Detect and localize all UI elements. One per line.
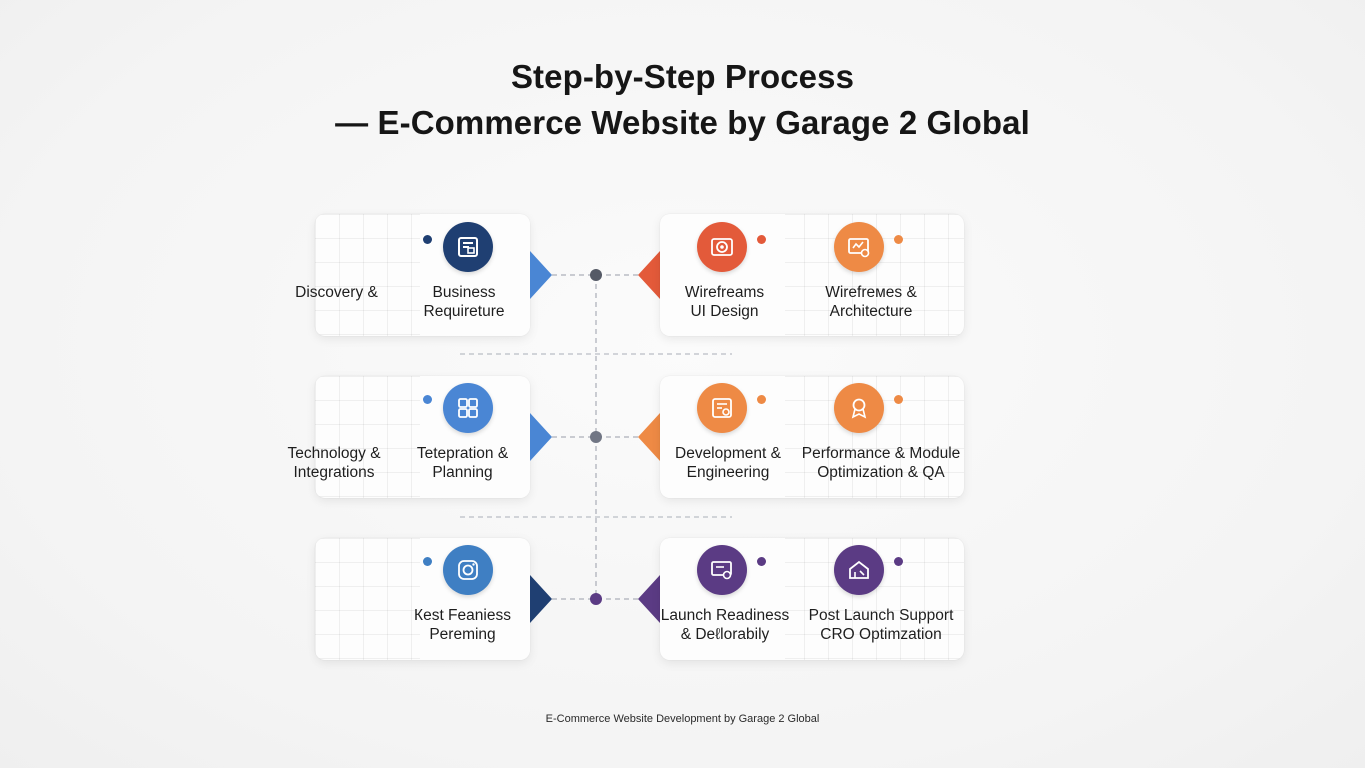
marker-dot — [757, 235, 766, 244]
code-window-icon — [712, 398, 732, 418]
document-icon — [443, 222, 493, 272]
arrow-pointer — [638, 575, 660, 623]
step-label: Teteрration & Planning — [416, 445, 509, 481]
arrow-pointer — [638, 413, 660, 461]
blueprint-icon — [848, 238, 870, 258]
monitor-icon — [697, 545, 747, 595]
step-card-left-1 — [315, 214, 530, 336]
code-window-icon — [697, 383, 747, 433]
marker-dot — [423, 235, 432, 244]
target-icon — [697, 222, 747, 272]
house-icon — [834, 545, 884, 595]
junction-dot — [590, 269, 602, 281]
puzzle-icon — [443, 383, 493, 433]
outer-label: Technology & Integrations — [287, 445, 381, 481]
target-icon — [711, 238, 733, 256]
junction-dot — [590, 593, 602, 605]
junction-dot — [590, 431, 602, 443]
page-subtitle: — E-Commerce Website by Garage 2 Global — [335, 104, 1030, 141]
marker-dot — [423, 557, 432, 566]
step-label: Кest Feaniess Pereming — [414, 607, 511, 643]
arrow-pointer — [530, 575, 552, 623]
document-icon — [458, 237, 478, 257]
step-label: Launch Readiness & Deℓlorabily — [660, 607, 790, 643]
step-label: Performance & Module Optimization & QA — [801, 445, 961, 481]
camera-icon — [458, 560, 478, 580]
blueprint-icon — [834, 222, 884, 272]
marker-dot — [894, 395, 903, 404]
marker-dot — [894, 235, 903, 244]
footer-caption: E-Commerce Website Development by Garage… — [545, 713, 820, 725]
marker-dot — [423, 395, 432, 404]
step-label: Development & Engineering — [675, 445, 781, 481]
award-icon — [834, 383, 884, 433]
step-label: Post Launch Support CRO Optimzation — [808, 607, 954, 643]
marker-dot — [894, 557, 903, 566]
page-title: Step-by-Step Process — [510, 58, 855, 95]
award-icon — [851, 398, 867, 419]
puzzle-icon — [458, 398, 478, 418]
arrow-pointer — [530, 251, 552, 299]
marker-dot — [757, 557, 766, 566]
step-label: Business Requireture — [423, 284, 505, 320]
arrow-pointer — [530, 413, 552, 461]
camera-icon — [443, 545, 493, 595]
monitor-icon — [711, 561, 732, 580]
house-icon — [849, 560, 869, 579]
marker-dot — [757, 395, 766, 404]
step-label: Wirefreмes & Architecture — [825, 284, 917, 320]
step-label: Wirefreams UI Design — [684, 284, 765, 320]
outer-label: Discovery & — [295, 284, 378, 301]
step-card-left-3 — [315, 538, 530, 660]
arrow-pointer — [638, 251, 660, 299]
